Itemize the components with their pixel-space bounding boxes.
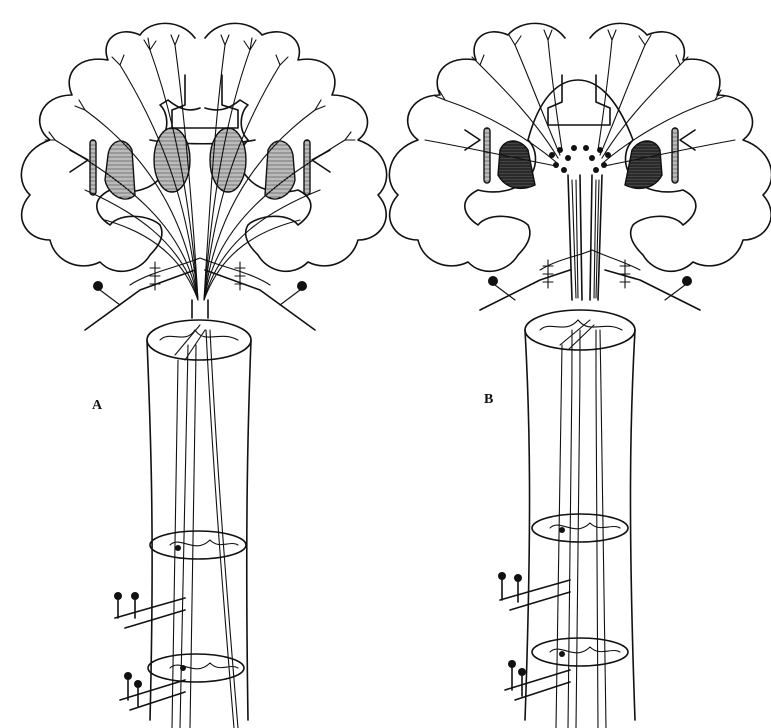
- panel-a-cord-mid-section: [150, 531, 246, 559]
- panel-a-diagram: [21, 23, 386, 728]
- panel-a-nucleus-right-outer: [265, 141, 295, 199]
- panel-b-fibers-right: [598, 40, 735, 166]
- panel-a-nucleus-left-outer: [105, 141, 135, 199]
- panel-a-nucleus-left-inner: [154, 128, 190, 192]
- panel-b-label: B: [484, 392, 493, 408]
- panel-b-brain-outline-right: [590, 23, 771, 271]
- panel-b-nucleus-right: [625, 141, 662, 188]
- panel-b-diagram: [389, 23, 771, 728]
- panel-b-fibers-left: [425, 40, 562, 166]
- panel-b-brain-outline: [389, 23, 565, 271]
- panel-a-label: A: [92, 398, 102, 414]
- panel-b-nucleus-left: [498, 141, 535, 188]
